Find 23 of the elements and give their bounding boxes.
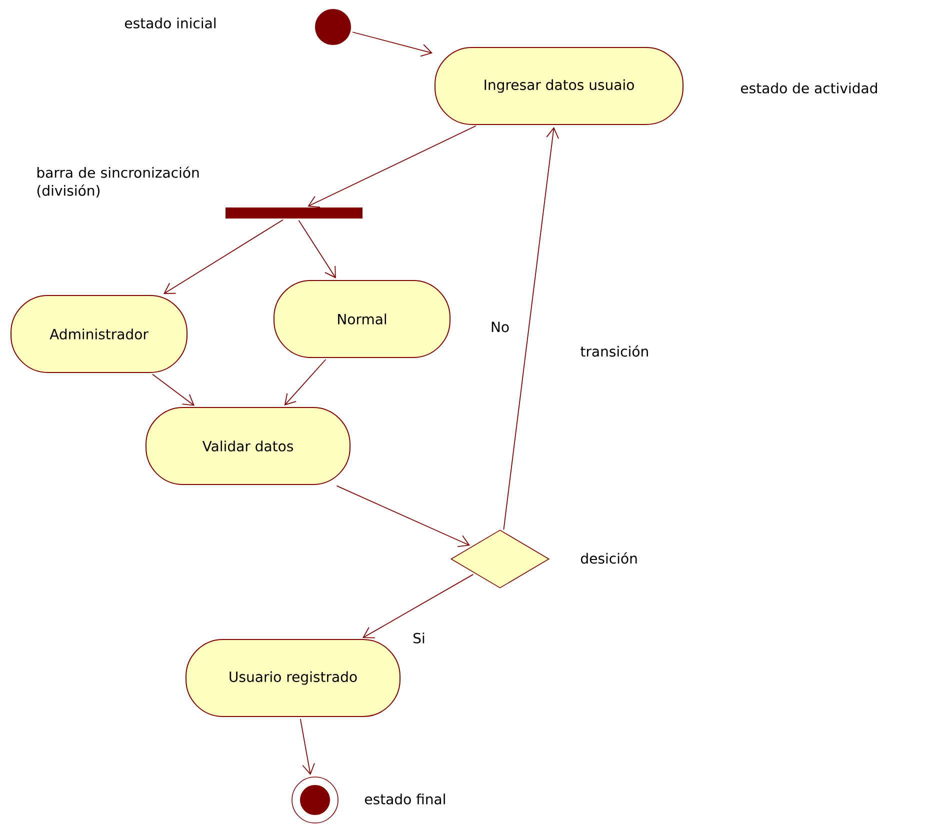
activity-box: Administrador xyxy=(10,295,188,373)
activity-box: Normal xyxy=(274,280,450,358)
arrow xyxy=(308,125,476,208)
edge-label: No xyxy=(490,320,511,334)
edge-label: Si xyxy=(412,632,426,644)
arrow xyxy=(298,220,336,278)
arrow xyxy=(503,126,559,530)
arrow xyxy=(336,485,470,548)
annotation: transición xyxy=(580,345,648,357)
arrow xyxy=(284,359,326,406)
arrow xyxy=(300,718,315,776)
arrow xyxy=(152,374,195,406)
annotation: estado inicial xyxy=(124,18,216,28)
arrow xyxy=(163,219,284,294)
final-state xyxy=(292,776,338,824)
activity-box: Ingresar datos usuaio xyxy=(434,47,684,125)
initial-state xyxy=(315,9,351,45)
arrow xyxy=(352,32,433,57)
activity-box: Usuario registrado xyxy=(186,639,400,717)
annotation: estado de actividad xyxy=(740,82,877,94)
arrow xyxy=(362,574,474,638)
sync-bar xyxy=(226,208,362,218)
activity-box: Validar datos xyxy=(146,407,350,485)
